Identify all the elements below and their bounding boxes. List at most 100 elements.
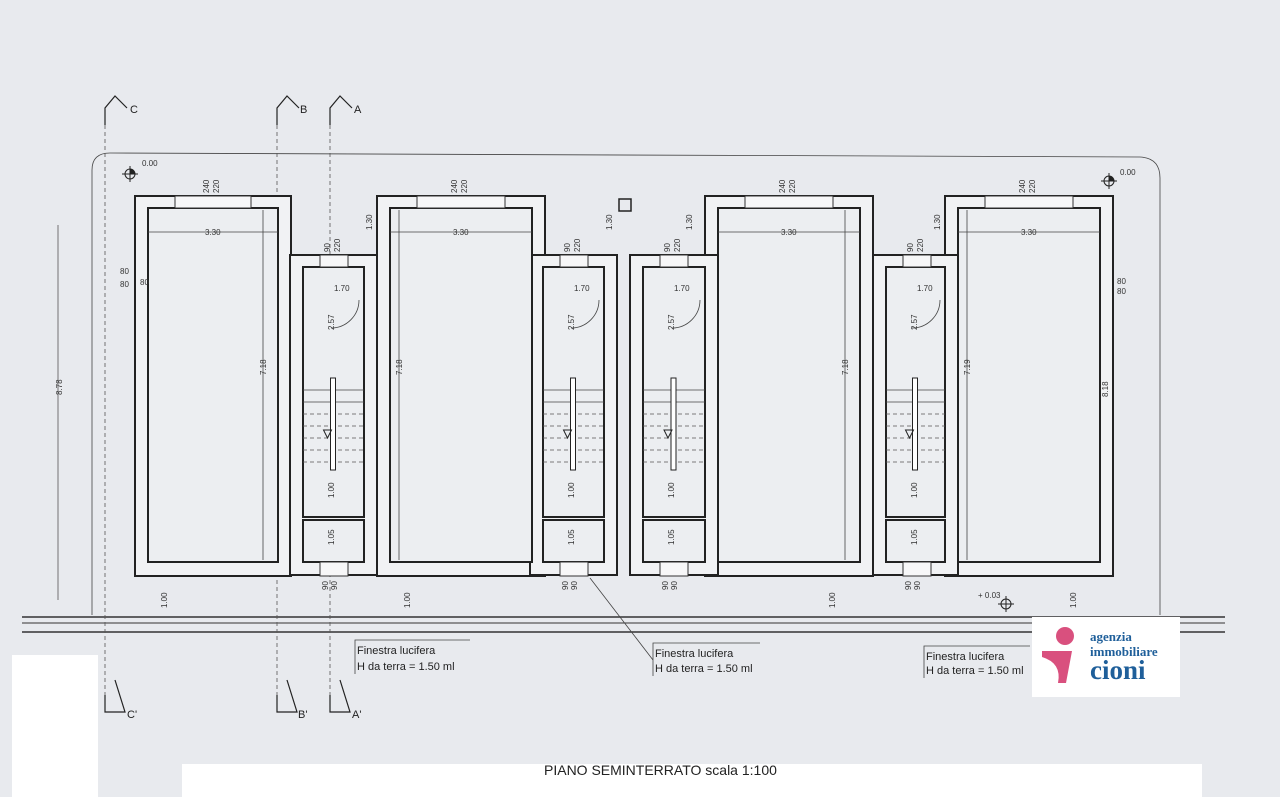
side-window-dim: 80 [120,267,129,276]
window-dim: 90 [563,243,572,252]
hall-width-dim: 1.70 [334,284,350,293]
level-bottom-right: + 0.03 [978,591,1001,600]
hall-depth-dim: 2.57 [567,314,576,330]
window-note: Finestra lucifera H da terra = 1.50 ml [923,645,1030,678]
section-mark-a: A [354,104,362,116]
side-window-dim: 80 [140,278,149,287]
window-dim: 220 [460,179,469,193]
room-floor [147,207,279,563]
room-width-dim: 3.30 [781,228,797,237]
window-dim: 220 [333,238,342,252]
section-mark-c-prime: C' [127,709,137,721]
entry-floor [302,519,365,563]
stair-direction-icon [322,429,333,440]
apartment-unit [134,195,378,577]
window-dim: 220 [673,238,682,252]
setback-dim: 1.00 [160,592,169,608]
room-width-dim: 3.30 [205,228,221,237]
hall-depth-dim: 2.57 [910,314,919,330]
room-floor [389,207,533,563]
window-note: Finestra lucifera H da terra = 1.50 ml [589,577,760,676]
stair-rail [670,377,677,471]
window [559,254,589,268]
landing-dim: 1.00 [910,482,919,498]
window-dim: 220 [1028,179,1037,193]
window-dim: 240 [1018,179,1027,193]
section-mark-b: B [300,104,307,116]
stair-rail [912,377,918,471]
hall-depth-dim: 2.57 [327,314,336,330]
stair-rail [330,377,336,471]
apartment-unit [629,195,874,577]
section-mark-b-prime: B' [298,709,307,721]
window [559,561,589,577]
side-window-dim: 80 [1117,287,1126,296]
window-dim: 90 [561,581,570,590]
window [902,561,932,577]
window [659,254,689,268]
setback-dim: 1.00 [1069,592,1078,608]
room-width-dim: 3.30 [453,228,469,237]
entry-floor [642,519,706,563]
stair-direction-icon [562,429,573,440]
stair-direction-icon [663,429,673,440]
hall-width-dim: 1.70 [674,284,690,293]
setback-dim: 1.00 [828,592,837,608]
window [319,254,349,268]
window [319,561,349,577]
section-arrows [104,95,353,713]
section-mark-a-prime: A' [352,709,361,721]
drawing-title: PIANO SEMINTERRATO scala 1:100 [544,762,777,778]
window-dim: 90 [670,581,679,590]
hall-width-dim: 1.70 [574,284,590,293]
agency-logo: agenzia immobiliare cioni [1032,617,1180,697]
apartment-unit [872,195,1114,577]
level-top-right: 0.00 [1120,168,1136,177]
window-dim: 90 [661,581,670,590]
window-dim: 220 [212,179,221,193]
room-depth-dim: 7.18 [395,359,404,375]
site-boundary [91,152,1161,615]
level-marker-icon [1101,173,1117,189]
room-depth-dim: 7.18 [259,359,268,375]
landing-dim: 1.00 [667,482,676,498]
note-line2: H da terra = 1.50 ml [655,663,753,675]
upper-offset-dim: 1.30 [933,214,942,230]
window [174,195,252,209]
stair-direction-icon [904,429,915,440]
upper-offset-dim: 1.30 [685,214,694,230]
entry-floor [542,519,605,563]
window [416,195,506,209]
right-depth-dim: 8.18 [1101,381,1110,397]
logo-i-icon [1042,651,1072,683]
room-width-dim: 3.30 [1021,228,1037,237]
logo-line1: agenzia [1090,629,1132,644]
redaction-box [12,655,98,797]
room-floor [717,207,861,563]
note-line1: Finestra lucifera [926,651,1005,663]
window-note: Finestra lucifera H da terra = 1.50 ml [354,639,470,674]
logo-dot [1056,627,1074,645]
room-floor [957,207,1101,563]
note-line2: H da terra = 1.50 ml [926,665,1024,677]
entry-dim: 1.05 [327,529,336,545]
entry-dim: 1.05 [567,529,576,545]
door-swing [570,299,600,329]
window-dim: 90 [663,243,672,252]
hall-width-dim: 1.70 [917,284,933,293]
window-dim: 90 [321,581,330,590]
entry-dim: 1.05 [667,529,676,545]
window [902,254,932,268]
logo-line2: immobiliare [1090,644,1158,659]
window-dim: 90 [904,581,913,590]
apartment-unit [376,195,618,577]
upper-offset-dim: 1.30 [365,214,374,230]
note-line2: H da terra = 1.50 ml [357,661,455,673]
stair-rail [570,377,576,471]
pillar [618,198,632,212]
door-swing [330,299,360,329]
landing-dim: 1.00 [567,482,576,498]
window-dim: 240 [450,179,459,193]
hall-depth-dim: 2.57 [667,314,676,330]
